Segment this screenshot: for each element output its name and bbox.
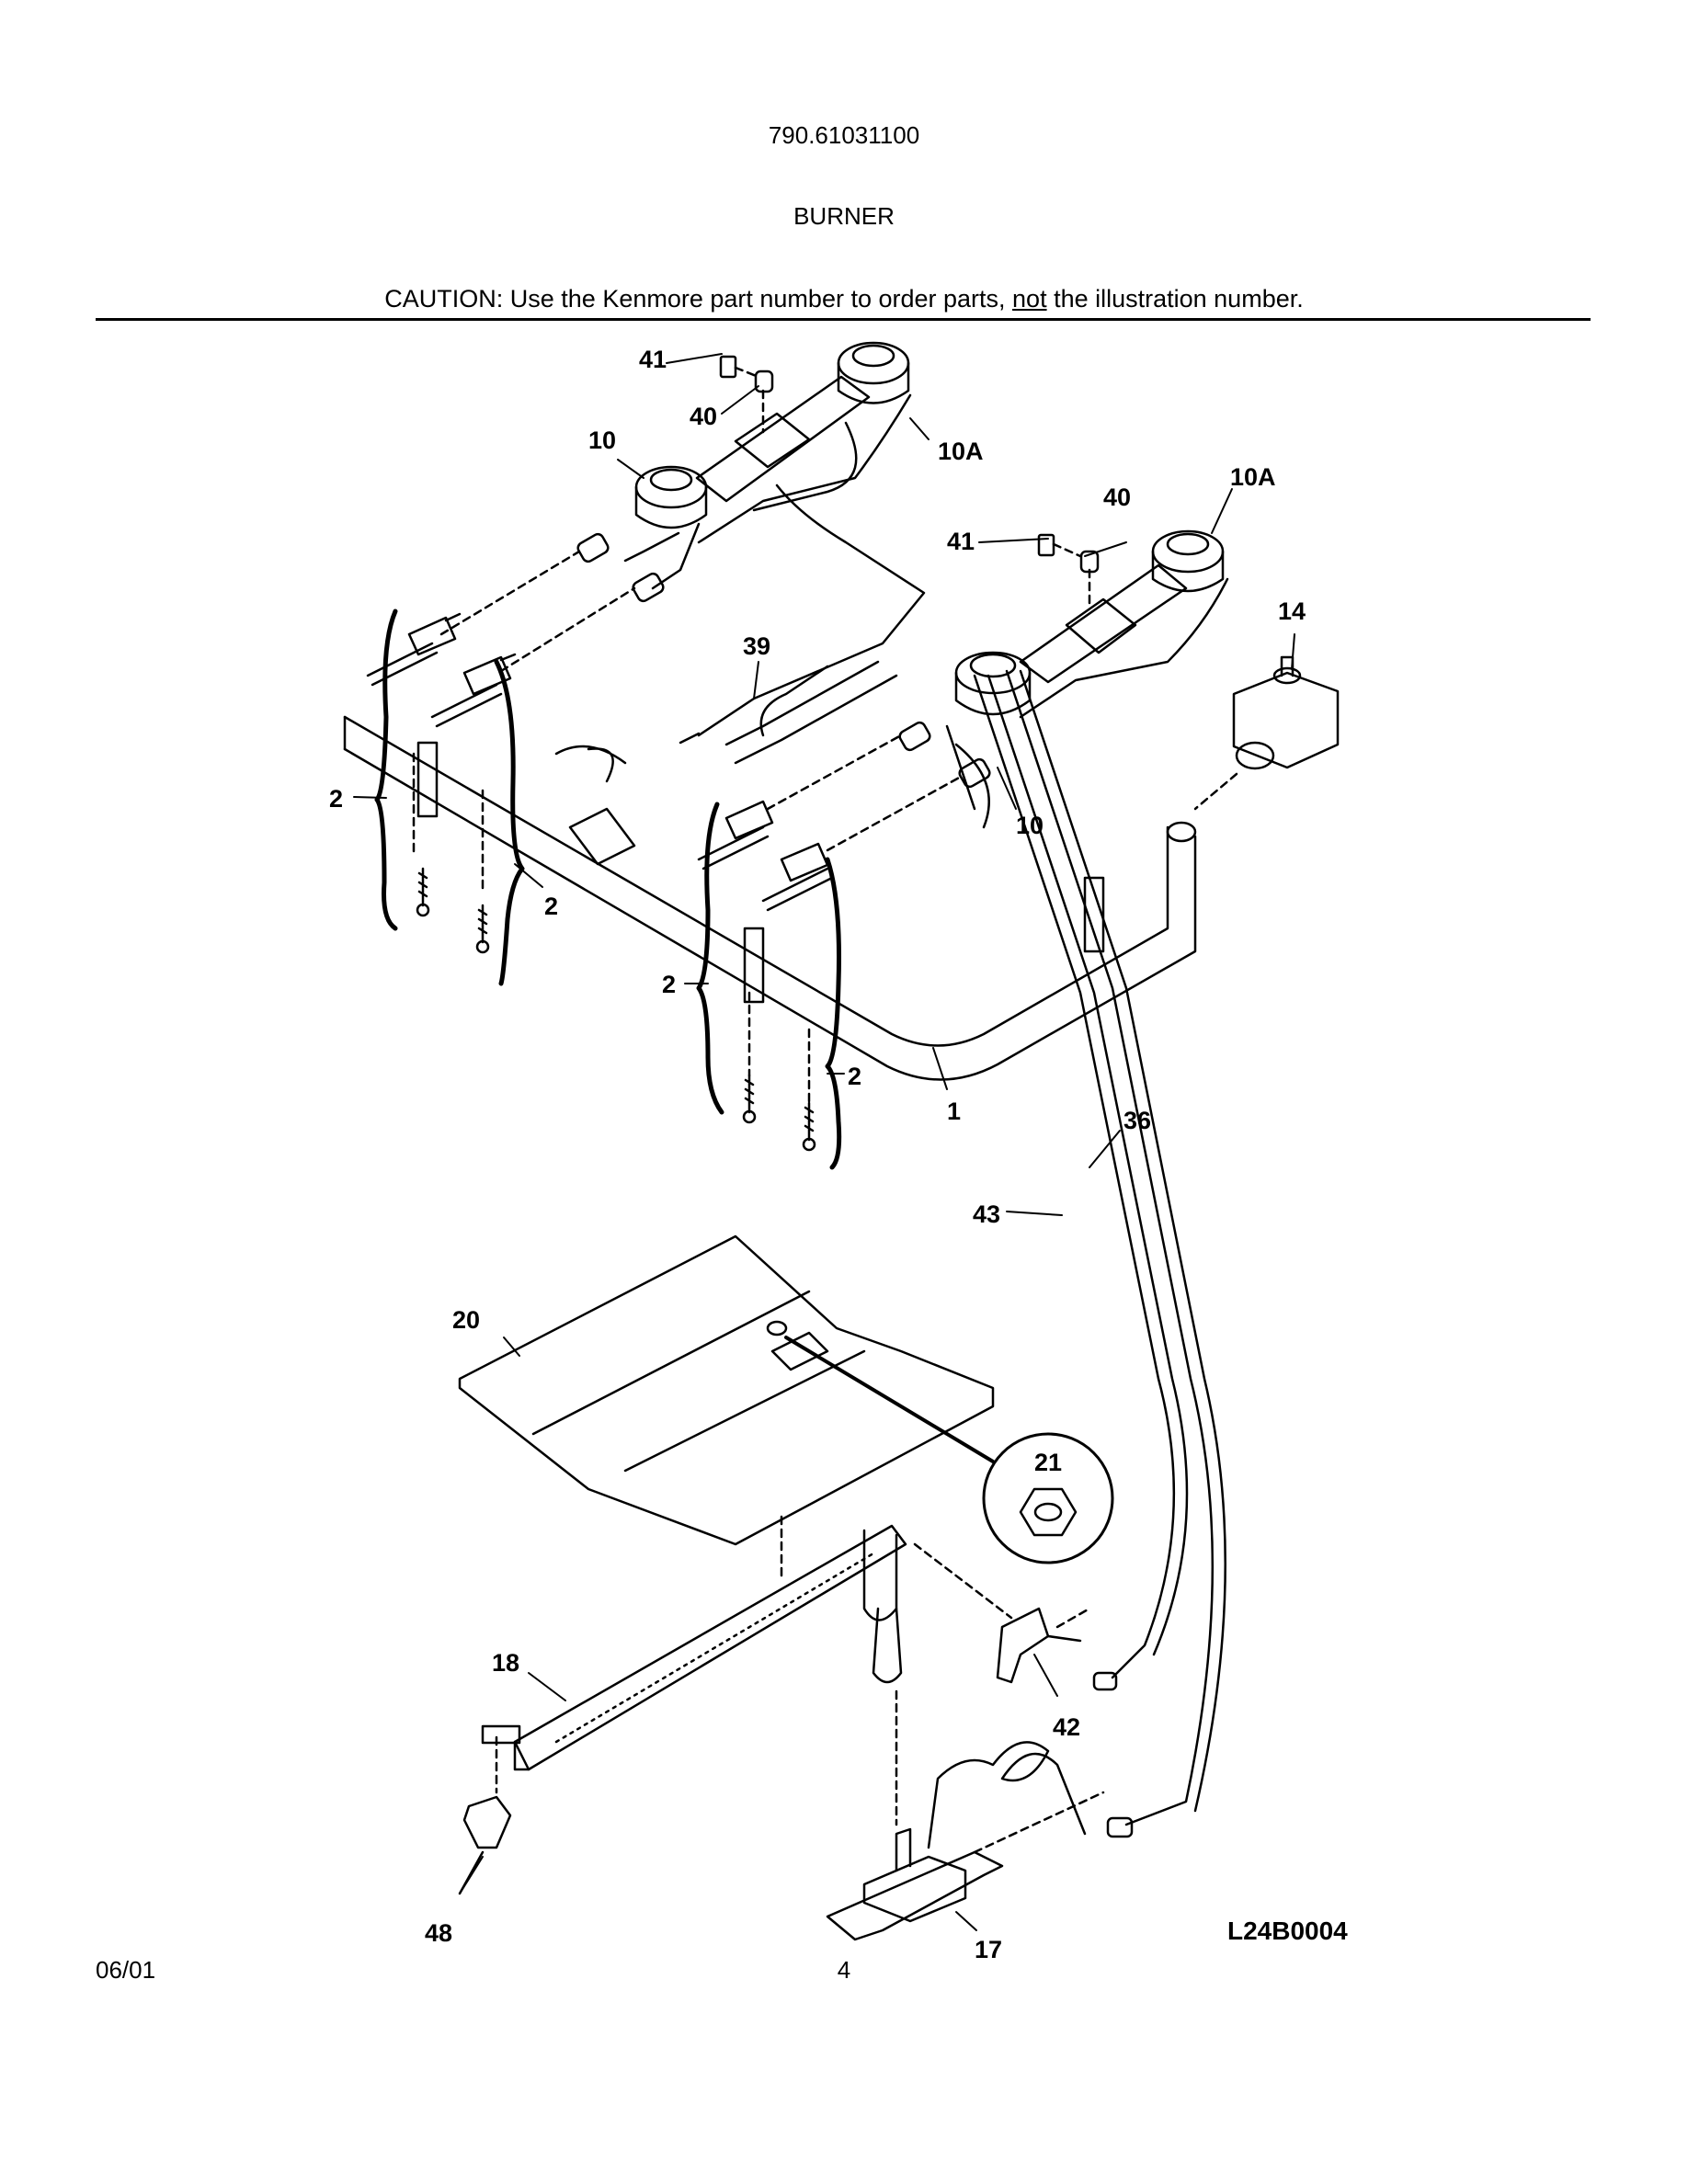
safety-valve-14 xyxy=(1193,655,1340,811)
heat-shield-20 xyxy=(458,1234,1114,1564)
pipe-bracket-b xyxy=(743,927,765,1004)
callout-42: 42 xyxy=(1053,1713,1080,1741)
thermostat-17 xyxy=(826,1741,1105,1941)
orifice-front-1 xyxy=(898,721,931,752)
clip-48 xyxy=(458,1795,512,1895)
burner-valves-2 xyxy=(366,550,963,1152)
callout-36: 36 xyxy=(1123,1107,1151,1134)
section-title: BURNER xyxy=(793,202,895,230)
caution-text-end: the illustration number. xyxy=(1046,285,1304,313)
orifice-rear-2 xyxy=(632,572,665,603)
callout-10: 10 xyxy=(588,427,616,454)
detail-circle-21 xyxy=(982,1432,1114,1564)
burner-pair-rear xyxy=(576,341,926,700)
shield-nut xyxy=(766,1320,788,1337)
orifice-rear-1 xyxy=(576,532,610,563)
callout-2: 2 xyxy=(662,971,676,998)
callout-40: 40 xyxy=(690,403,717,430)
manifold-pipe-1 xyxy=(343,715,1197,1081)
burner-crossbar xyxy=(695,375,871,503)
pipe-bracket-c xyxy=(1083,876,1105,953)
caution-emphasis: not xyxy=(1012,285,1047,313)
callout-17: 17 xyxy=(975,1936,1002,1963)
model-number: 790.61031100 xyxy=(768,121,920,149)
callout-10: 10 xyxy=(1016,812,1044,839)
callout-10a: 10A xyxy=(938,438,984,465)
callout-14: 14 xyxy=(1278,597,1306,625)
valve-front-right xyxy=(761,842,834,912)
gas-tubes xyxy=(679,660,1226,1838)
diagram-reference-code: L24B0004 xyxy=(1227,1917,1348,1945)
footer-date: 06/01 xyxy=(96,1956,156,1984)
callout-leaders xyxy=(353,353,1295,1931)
callout-40: 40 xyxy=(1103,483,1131,511)
page-number: 4 xyxy=(837,1956,851,1984)
callout-20: 20 xyxy=(452,1306,480,1334)
burner-tube-rear xyxy=(697,393,912,544)
callout-21: 21 xyxy=(1034,1449,1062,1476)
valve-group-braces xyxy=(374,609,842,1170)
callout-2: 2 xyxy=(329,785,343,813)
bake-burner-18 xyxy=(481,1515,1013,1826)
callout-1: 1 xyxy=(947,1098,961,1125)
burner-pair-front xyxy=(898,529,1229,829)
nut-21 xyxy=(1019,1487,1078,1537)
tube-39 xyxy=(724,660,880,746)
ignition-wire-coil xyxy=(554,745,627,783)
callout-10a: 10A xyxy=(1230,463,1276,491)
bracket-41-rear xyxy=(719,355,737,379)
callout-48: 48 xyxy=(425,1919,452,1947)
callout-41: 41 xyxy=(947,528,975,555)
tube-43 xyxy=(1005,669,1215,1826)
callout-2: 2 xyxy=(848,1063,861,1090)
burner-cap-10 xyxy=(649,468,693,492)
thermocouple-lead xyxy=(752,483,926,700)
burner-head-10a-front xyxy=(1151,529,1225,574)
callout-2: 2 xyxy=(544,893,558,920)
screw-set xyxy=(416,867,816,1152)
burner-head-10a-rear xyxy=(837,341,910,385)
tube-43-inner xyxy=(1019,669,1226,1813)
ignition-switch xyxy=(568,807,636,866)
callout-39: 39 xyxy=(743,632,770,660)
caution-note: CAUTION: Use the Kenmore part number to … xyxy=(0,285,1688,313)
spacer-40-rear xyxy=(754,370,774,393)
header-rule xyxy=(96,318,1591,321)
burner-head-10 xyxy=(634,465,708,509)
tube-36 xyxy=(973,674,1176,1679)
callout-43: 43 xyxy=(973,1200,1000,1228)
valve-rear-left xyxy=(366,612,462,687)
valve-rear-right xyxy=(430,653,517,728)
igniter-bracket-42 xyxy=(996,1607,1091,1684)
burner-clip xyxy=(481,1724,521,1745)
pipe-bracket-a xyxy=(416,741,439,818)
callout-41: 41 xyxy=(639,346,667,373)
tube-36-inner xyxy=(987,674,1189,1656)
callout-18: 18 xyxy=(492,1649,519,1677)
orifice-front-2 xyxy=(958,757,991,789)
capillary-coil xyxy=(927,1741,1087,1849)
caution-text: CAUTION: Use the Kenmore part number to … xyxy=(384,285,1013,313)
